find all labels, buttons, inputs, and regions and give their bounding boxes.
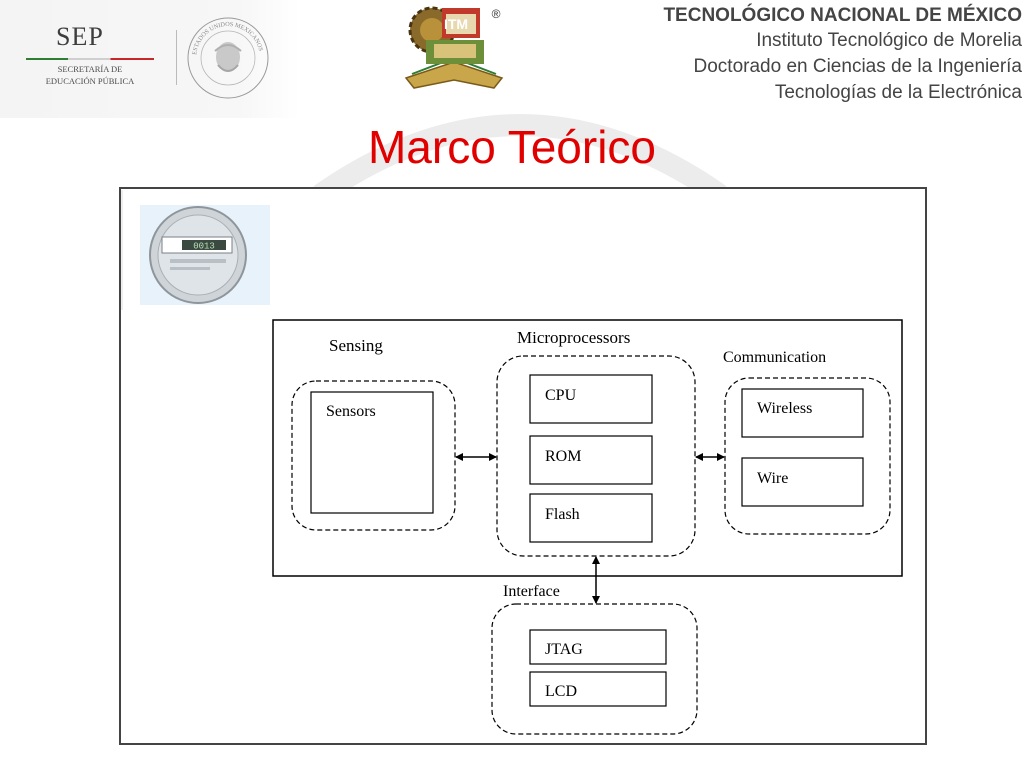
slide-title: Marco Teórico <box>367 121 657 173</box>
sep-logo-subtitle: SECRETARÍA DE EDUCACIÓN PÚBLICA <box>26 63 154 87</box>
sep-logo-tricolor-line <box>26 58 154 60</box>
meter-display-reading: 0013 <box>193 242 215 252</box>
mexico-seal-logo: ESTADOS UNIDOS MEXICANOS <box>187 17 269 99</box>
itm-logo-text: ITM <box>444 16 468 32</box>
itm-logo: ITM ® <box>404 6 504 89</box>
sep-logo-word: SEP <box>56 22 104 51</box>
institution-block: TECNOLÓGICO NACIONAL DE MÉXICO Instituto… <box>663 4 1022 106</box>
institution-name: TECNOLÓGICO NACIONAL DE MÉXICO <box>663 5 1022 26</box>
seal-watermark <box>313 114 727 205</box>
program-name: Doctorado en Ciencias de la Ingeniería <box>693 56 1022 77</box>
campus-name: Instituto Tecnológico de Morelia <box>756 30 1022 51</box>
area-name: Tecnologías de la Electrónica <box>774 82 1022 103</box>
sep-subtitle-line2: EDUCACIÓN PÚBLICA <box>45 76 135 86</box>
registered-mark: ® <box>492 7 501 21</box>
smart-meter-image: 0013 <box>140 205 270 305</box>
sep-subtitle-line1: SECRETARÍA DE <box>57 64 123 74</box>
logo-divider <box>176 30 177 85</box>
